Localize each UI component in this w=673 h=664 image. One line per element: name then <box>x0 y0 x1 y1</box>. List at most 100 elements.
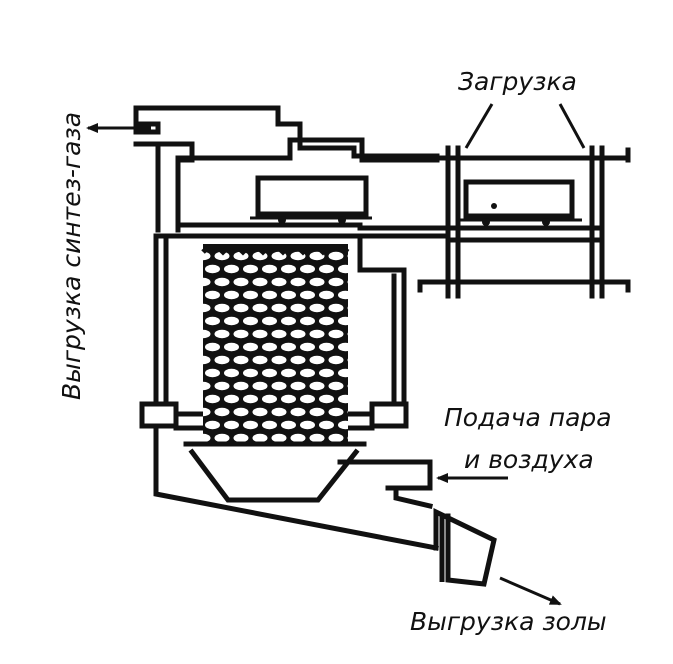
fuel-pebble <box>224 368 239 378</box>
fuel-pebble <box>338 316 348 326</box>
fuel-pebble <box>186 317 201 325</box>
fuel-pebble <box>347 384 348 388</box>
label-steam-air-1: Подача пара <box>444 403 612 432</box>
fuel-pebble <box>300 290 315 300</box>
fuel-pebble <box>233 433 249 442</box>
fuel-pebble <box>262 316 277 326</box>
fuel-pebble <box>290 381 306 391</box>
fuel-pebble <box>214 355 230 365</box>
fuel-pebble <box>328 303 344 313</box>
fuel-pebble <box>177 278 192 286</box>
fuel-pebble <box>233 277 249 287</box>
fuel-pebble <box>281 264 296 274</box>
fuel-pebble <box>338 290 348 300</box>
fuel-pebble <box>328 251 344 261</box>
fuel-pebble <box>243 394 258 404</box>
fuel-pebble <box>338 342 348 352</box>
fuel-pebble <box>205 368 220 378</box>
fuel-pebble <box>319 394 334 404</box>
fuel-pebble <box>271 407 287 417</box>
fuel-pebble <box>186 343 201 351</box>
fuel-pebble <box>205 264 220 274</box>
loading-rail <box>175 145 631 299</box>
fuel-pebble <box>203 251 211 261</box>
fuel-pebble <box>243 264 258 274</box>
fuel-pebble <box>290 277 306 287</box>
fuel-pebble <box>309 381 325 391</box>
fuel-pebble <box>319 420 334 430</box>
fuel-pebble <box>347 280 348 284</box>
fuel-pebble <box>347 306 348 310</box>
fuel-pebble <box>290 407 306 417</box>
fuel-pebble <box>319 368 334 378</box>
fuel-pebble <box>338 264 348 274</box>
fuel-pebble <box>233 407 249 417</box>
fuel-pebble <box>309 407 325 417</box>
fuel-pebble <box>281 290 296 300</box>
fuel-pebble <box>243 316 258 326</box>
fuel-pebble <box>214 329 230 339</box>
fuel-pebble <box>205 394 220 404</box>
fuel-pebble <box>347 358 348 362</box>
fuel-pebble <box>309 277 325 287</box>
fuel-pebble <box>203 381 211 391</box>
fuel-pebble <box>262 342 277 352</box>
label-syngas-out: Выгрузка синтез-газа <box>57 112 86 400</box>
fuel-pebble <box>271 277 287 287</box>
fuel-pebble <box>186 265 201 273</box>
ash-chute <box>153 423 562 606</box>
fuel-pebble <box>177 356 192 364</box>
fuel-pebble <box>338 368 348 378</box>
wagon-right <box>460 179 582 226</box>
fuel-pebble <box>347 410 348 414</box>
fuel-pebble <box>205 342 220 352</box>
fuel-pebble <box>224 316 239 326</box>
label-ash-out: Выгрузка золы <box>410 607 607 636</box>
fuel-pebble <box>203 329 211 339</box>
fuel-pebble <box>357 317 372 325</box>
fuel-pebble <box>271 303 287 313</box>
fuel-pebble <box>347 254 348 258</box>
fuel-pebble <box>271 381 287 391</box>
fuel-pebble <box>300 420 315 430</box>
fuel-pebble <box>186 395 201 403</box>
fuel-pebble <box>177 382 192 390</box>
fuel-pebble <box>338 420 348 430</box>
fuel-pebble <box>309 329 325 339</box>
fuel-pebble <box>290 329 306 339</box>
fuel-pebble <box>214 251 230 261</box>
fuel-pebble <box>300 342 315 352</box>
fuel-pebble <box>347 436 348 440</box>
fuel-pebble <box>252 303 268 313</box>
wagon-left <box>250 175 372 224</box>
fuel-pebble <box>328 407 344 417</box>
fuel-pebble <box>252 381 268 391</box>
fuel-pebble <box>205 316 220 326</box>
fuel-pebble <box>290 433 306 442</box>
fuel-pebble <box>214 303 230 313</box>
label-steam-air-2: и воздуха <box>464 445 594 474</box>
fuel-pebble <box>177 330 192 338</box>
fuel-pebble <box>233 251 249 261</box>
fuel-pebble <box>309 433 325 442</box>
fuel-pebble <box>224 342 239 352</box>
fuel-pebble <box>300 264 315 274</box>
fuel-pebble <box>262 290 277 300</box>
fuel-pebble <box>309 303 325 313</box>
fuel-pebble <box>300 316 315 326</box>
fuel-pebble <box>243 420 258 430</box>
fuel-pebble <box>205 290 220 300</box>
fuel-pebble <box>177 304 192 312</box>
fuel-pebble <box>224 420 239 430</box>
fuel-pebble <box>252 277 268 287</box>
fuel-pebble <box>262 394 277 404</box>
fuel-pebble <box>338 394 348 404</box>
fuel-pebble <box>328 355 344 365</box>
fuel-pebble <box>271 355 287 365</box>
fuel-pebble <box>233 381 249 391</box>
fuel-pebble <box>203 277 211 287</box>
syngas-outlet-duct <box>86 105 440 233</box>
loading-pointers <box>464 103 586 149</box>
fuel-pebble <box>224 264 239 274</box>
fuel-pebble <box>328 433 344 442</box>
